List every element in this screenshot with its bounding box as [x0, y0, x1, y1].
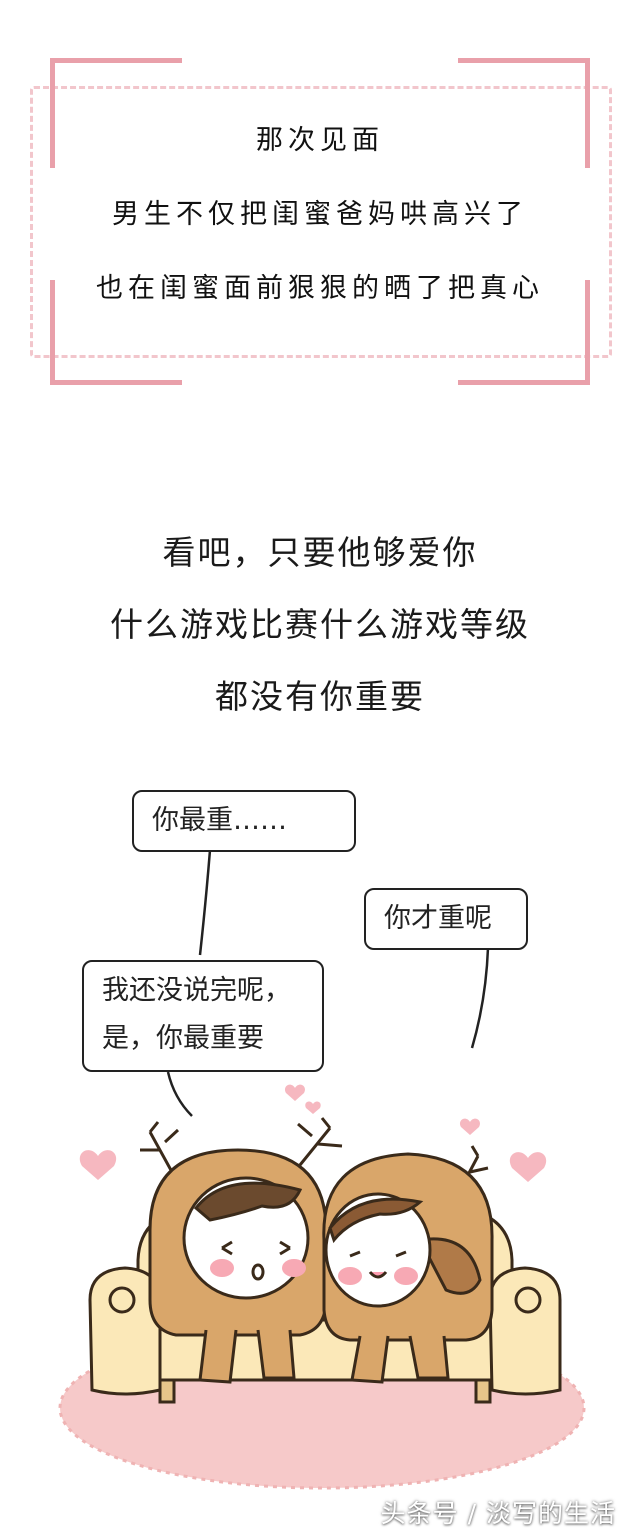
rug	[60, 1328, 584, 1488]
bubble-2-tail	[470, 947, 490, 1049]
heart-icon	[79, 1150, 117, 1180]
intro-line-2: 男生不仅把闺蜜爸妈哄高兴了	[112, 199, 528, 230]
bubble-3-tail	[166, 1071, 193, 1117]
frame-corner-bottom-left	[50, 380, 182, 385]
frame-corner-top-left	[50, 58, 182, 63]
speech-bubble-3-line-1: 我还没说完呢，	[102, 975, 291, 1006]
reindeer-girl	[322, 1145, 494, 1384]
speech-bubble-3-line-2: 是，你最重要	[102, 1022, 264, 1054]
speech-bubble-1-text: 你最重……	[152, 805, 287, 837]
intro-line-3: 也在闺蜜面前狠狠的晒了把真心	[96, 273, 544, 304]
heart-icon	[459, 1118, 481, 1135]
reindeer-boy	[140, 1117, 343, 1384]
watermark: 头条号 / 淡写的生活	[380, 1499, 616, 1528]
speech-bubble-1: 你最重……	[132, 790, 356, 852]
sofa	[88, 1206, 562, 1404]
intro-box-dashed-border	[30, 86, 612, 358]
heart-icon	[509, 1152, 547, 1182]
speech-bubble-3: 我还没说完呢， 是，你最重要	[82, 960, 324, 1072]
frame-corner-bottom-left-vertical	[50, 280, 55, 385]
heart-icon	[305, 1101, 321, 1114]
intro-line-1: 那次见面	[256, 125, 384, 156]
frame-corner-top-left-vertical	[50, 58, 55, 168]
statement-line-1: 看吧，只要他够爱你	[162, 533, 478, 572]
frame-corner-top-right-vertical	[585, 58, 590, 168]
statement-line-3: 都没有你重要	[215, 677, 425, 716]
frame-corner-bottom-right-vertical	[585, 280, 590, 385]
frame-corner-top-right	[458, 58, 590, 63]
bubble-1-tail	[198, 849, 212, 956]
statement-line-2: 什么游戏比赛什么游戏等级	[110, 605, 530, 644]
speech-bubble-2: 你才重呢	[364, 888, 528, 950]
heart-icon	[284, 1084, 306, 1101]
speech-bubble-2-text: 你才重呢	[384, 903, 492, 935]
frame-corner-bottom-right	[458, 380, 590, 385]
